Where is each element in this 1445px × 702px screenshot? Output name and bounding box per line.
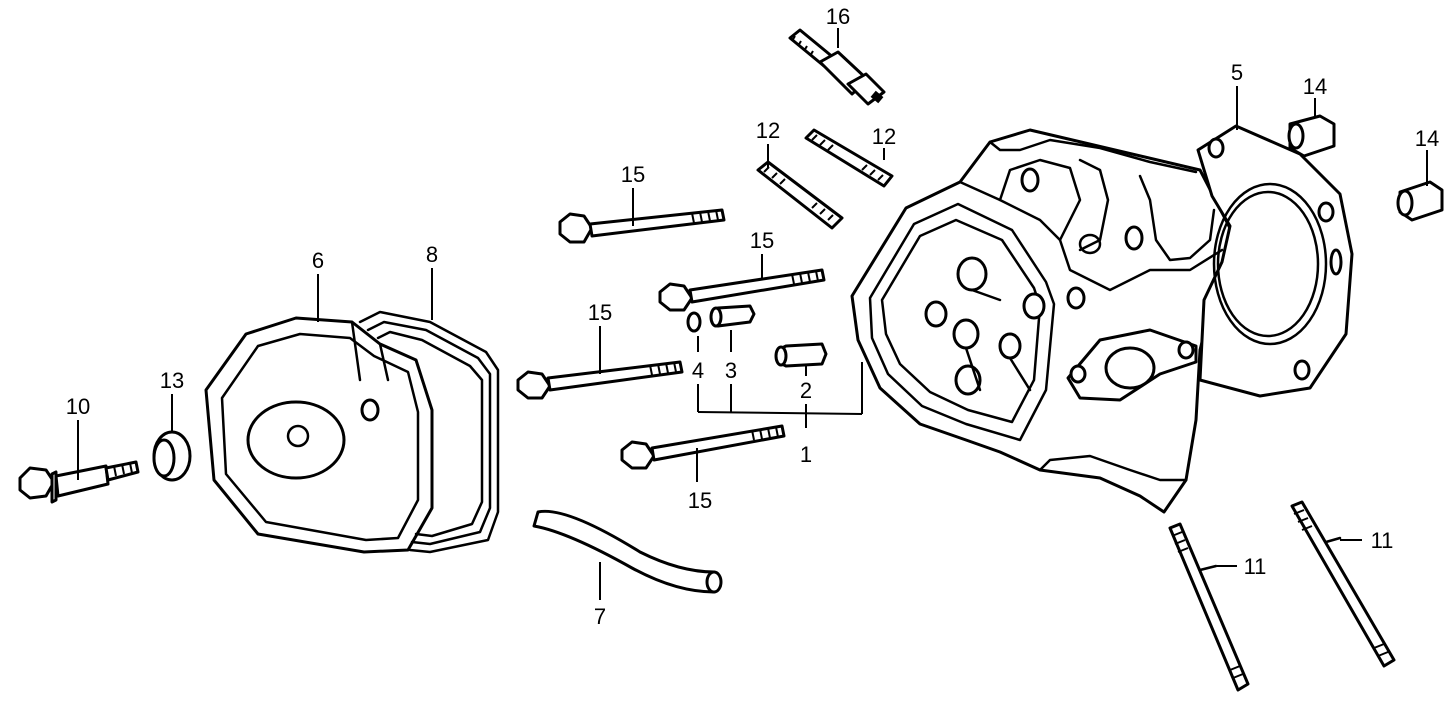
callout-8: 8: [426, 242, 438, 267]
bolt-15b: [658, 268, 826, 312]
callout-15: 15: [750, 228, 774, 253]
callout-15: 15: [588, 300, 612, 325]
breather-tube: [532, 509, 723, 594]
head-cover: [204, 316, 434, 554]
callout-14: 14: [1415, 126, 1439, 151]
callout-12: 12: [872, 124, 896, 149]
spark-plug: [788, 28, 886, 106]
callout-11: 11: [1244, 554, 1267, 579]
callout-12: 12: [756, 118, 780, 143]
dowel-pin-14b: [1396, 180, 1444, 222]
callout-7: 7: [594, 604, 606, 629]
callout-5: 5: [1231, 60, 1243, 85]
callout-10: 10: [66, 394, 90, 419]
callout-2: 2: [800, 378, 812, 403]
washer-4: [686, 311, 702, 333]
bolt-15a: [558, 208, 726, 244]
callout-3: 3: [725, 358, 737, 383]
callout-1: 1: [800, 442, 812, 467]
stud-bolt-12a: [756, 160, 844, 230]
callout-6: 6: [312, 248, 324, 273]
dowel-pin-2: [774, 342, 828, 368]
callout-16: 16: [826, 4, 850, 29]
stud-bolt-12b: [804, 128, 894, 188]
cylinder-head: [850, 128, 1234, 514]
head-gasket: [1196, 124, 1354, 398]
leader-lines: [77, 28, 1428, 600]
head-cover-gasket: [358, 310, 500, 554]
callout-11: 11: [1371, 528, 1394, 553]
callout-4: 4: [692, 358, 704, 383]
flange-bolt-10: [18, 460, 140, 504]
callout-13: 13: [160, 368, 184, 393]
long-stud-11a: [1168, 522, 1250, 692]
bolt-15c: [516, 360, 684, 400]
sealing-washer-13: [152, 430, 192, 482]
dowel-pin-14a: [1287, 114, 1336, 158]
callout-labels: 16 12 12 5 14 14 15 15 15 15 6 8 10 13 4…: [66, 4, 1439, 629]
callout-15: 15: [621, 162, 645, 187]
bolt-15d: [620, 424, 786, 470]
callout-14: 14: [1303, 74, 1327, 99]
long-stud-11b: [1290, 500, 1396, 668]
dowel-pin-3: [709, 304, 756, 328]
callout-15: 15: [688, 488, 712, 513]
